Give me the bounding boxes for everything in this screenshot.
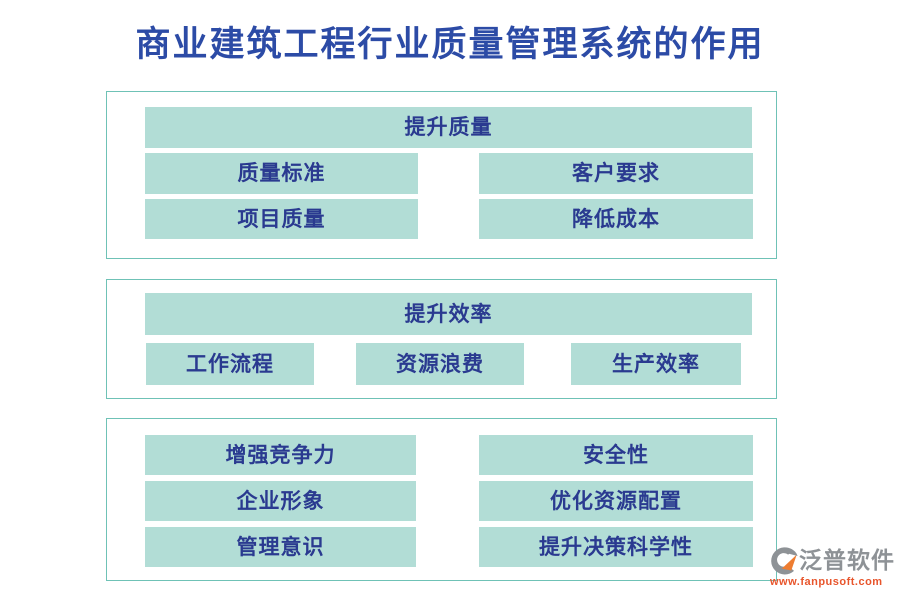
item-resource-waste: 资源浪费 [356, 343, 524, 385]
fanpu-website-text: www.fanpusoft.com [770, 576, 883, 588]
fanpu-logo-text: 泛普软件 [799, 547, 895, 573]
item-decision-science: 提升决策科学性 [479, 527, 753, 567]
fanpu-logo-icon [770, 546, 799, 575]
item-quality-standards: 质量标准 [145, 153, 418, 194]
item-competitiveness: 增强竞争力 [145, 435, 416, 475]
item-work-process: 工作流程 [146, 343, 314, 385]
item-corporate-image: 企业形象 [145, 481, 416, 521]
section-improve-quality-header: 提升质量 [145, 107, 752, 148]
section-improve-quality: 提升质量 质量标准 客户要求 项目质量 降低成本 [106, 91, 777, 259]
item-resource-allocation: 优化资源配置 [479, 481, 753, 521]
section-improve-efficiency-header: 提升效率 [145, 293, 752, 335]
item-safety: 安全性 [479, 435, 753, 475]
fanpu-logo: 泛普软件 www.fanpusoft.com [770, 546, 896, 588]
item-production-efficiency: 生产效率 [571, 343, 741, 385]
section-improve-efficiency: 提升效率 工作流程 资源浪费 生产效率 [106, 279, 777, 399]
page-title: 商业建筑工程行业质量管理系统的作用 [135, 25, 765, 64]
item-cost-reduction: 降低成本 [479, 199, 753, 239]
section-additional-benefits: 增强竞争力 安全性 企业形象 优化资源配置 管理意识 提升决策科学性 [106, 418, 777, 581]
item-customer-requirements: 客户要求 [479, 153, 753, 194]
item-project-quality: 项目质量 [145, 199, 418, 239]
item-management-awareness: 管理意识 [145, 527, 416, 567]
